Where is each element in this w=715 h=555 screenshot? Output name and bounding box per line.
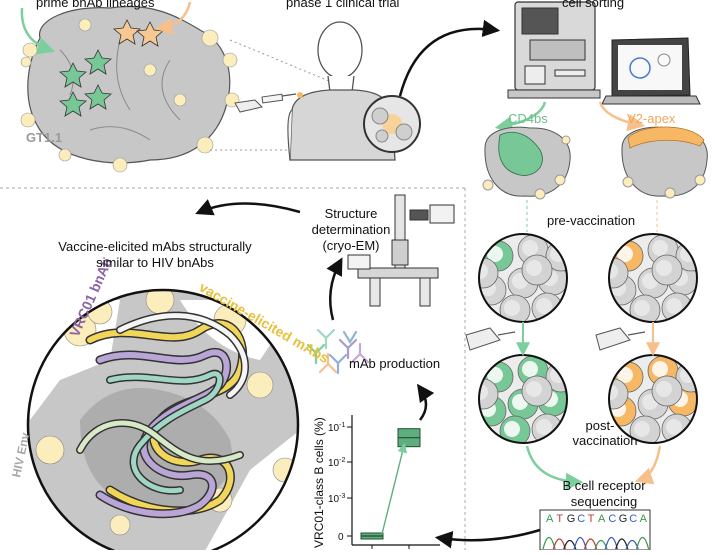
cell-sorting-label: cell sorting [562, 0, 625, 10]
pre-vaccination-v2apex-cells [608, 233, 698, 323]
post-vaccination-label-1: post- [585, 418, 615, 433]
syringe-icon [234, 92, 303, 113]
laptop-icon [601, 37, 701, 105]
sequence-letter: G [619, 513, 628, 525]
structure-label-2: determination [311, 222, 391, 237]
pre-vaccination-label: pre-vaccination [547, 213, 636, 228]
structure-label-1: Structure [324, 206, 378, 221]
mab-production-label: mAb production [349, 356, 441, 371]
sequence-letter: A [546, 513, 554, 525]
clinical-trial-label: phase 1 clinical trial [286, 0, 400, 10]
sequence-letter: C [629, 513, 637, 525]
y-tick-label: 10-2 [328, 457, 345, 469]
post-vaccination-cd4bs-cells [478, 354, 568, 444]
bcr-sequencing-label-2: sequencing [570, 494, 638, 509]
hiv-env-label: HIV Env [9, 431, 32, 479]
prime-stars-orange [113, 19, 164, 47]
cd4bs-protein [482, 126, 571, 200]
v2apex-protein [621, 126, 708, 199]
structure-overlay-circle [26, 288, 300, 555]
arm-zoom-circle [363, 95, 421, 153]
vaccine-mabs-title-2: similar to HIV bnAbs [96, 255, 214, 270]
structure-label-3: (cryo-EM) [322, 238, 380, 253]
sequence-letter: A [598, 513, 606, 525]
sequence-letter: C [608, 513, 616, 525]
gt11-label: GT1.1 [26, 130, 63, 145]
cell-sorter-icon [507, 1, 601, 99]
prime-stars-green [59, 49, 112, 117]
sequence-letter: G [567, 513, 576, 525]
y-tick-label: 10-1 [328, 422, 345, 434]
antibody-icon [306, 328, 370, 375]
sequence-letter: T [556, 513, 563, 525]
cd4bs-label: CD4bs [508, 111, 548, 126]
gt11-protein [20, 1, 240, 173]
vaccine-mabs-title-1: Vaccine-elicited mAbs structurally [58, 239, 252, 254]
syringe-icon [465, 327, 516, 351]
post-vaccination-v2apex-cells [608, 354, 698, 444]
y-tick-label: 0 [338, 532, 344, 543]
prime-lineages-label: prime bnAb lineages [36, 0, 155, 10]
trend-arrow [381, 442, 408, 535]
sequence-letter: C [577, 513, 585, 525]
syringe-icon [595, 327, 646, 351]
vrc01-boxplot: 0 10-3 10-2 10-1 [328, 415, 440, 549]
y-tick-label: 10-3 [328, 493, 345, 505]
pre-vaccination-cd4bs-cells [478, 233, 568, 323]
v2apex-label: V2-apex [627, 111, 676, 126]
cryo-em-icon [347, 194, 455, 307]
y-axis-label: VRC01-class B cells (%) [312, 417, 326, 548]
bcr-sequencing-label-1: B cell receptor [562, 478, 646, 493]
post-vaccination-label-2: vaccination [572, 433, 638, 448]
sequence-letter: A [640, 513, 648, 525]
sequence-letter: T [588, 513, 595, 525]
chromatogram-peak [635, 536, 650, 550]
